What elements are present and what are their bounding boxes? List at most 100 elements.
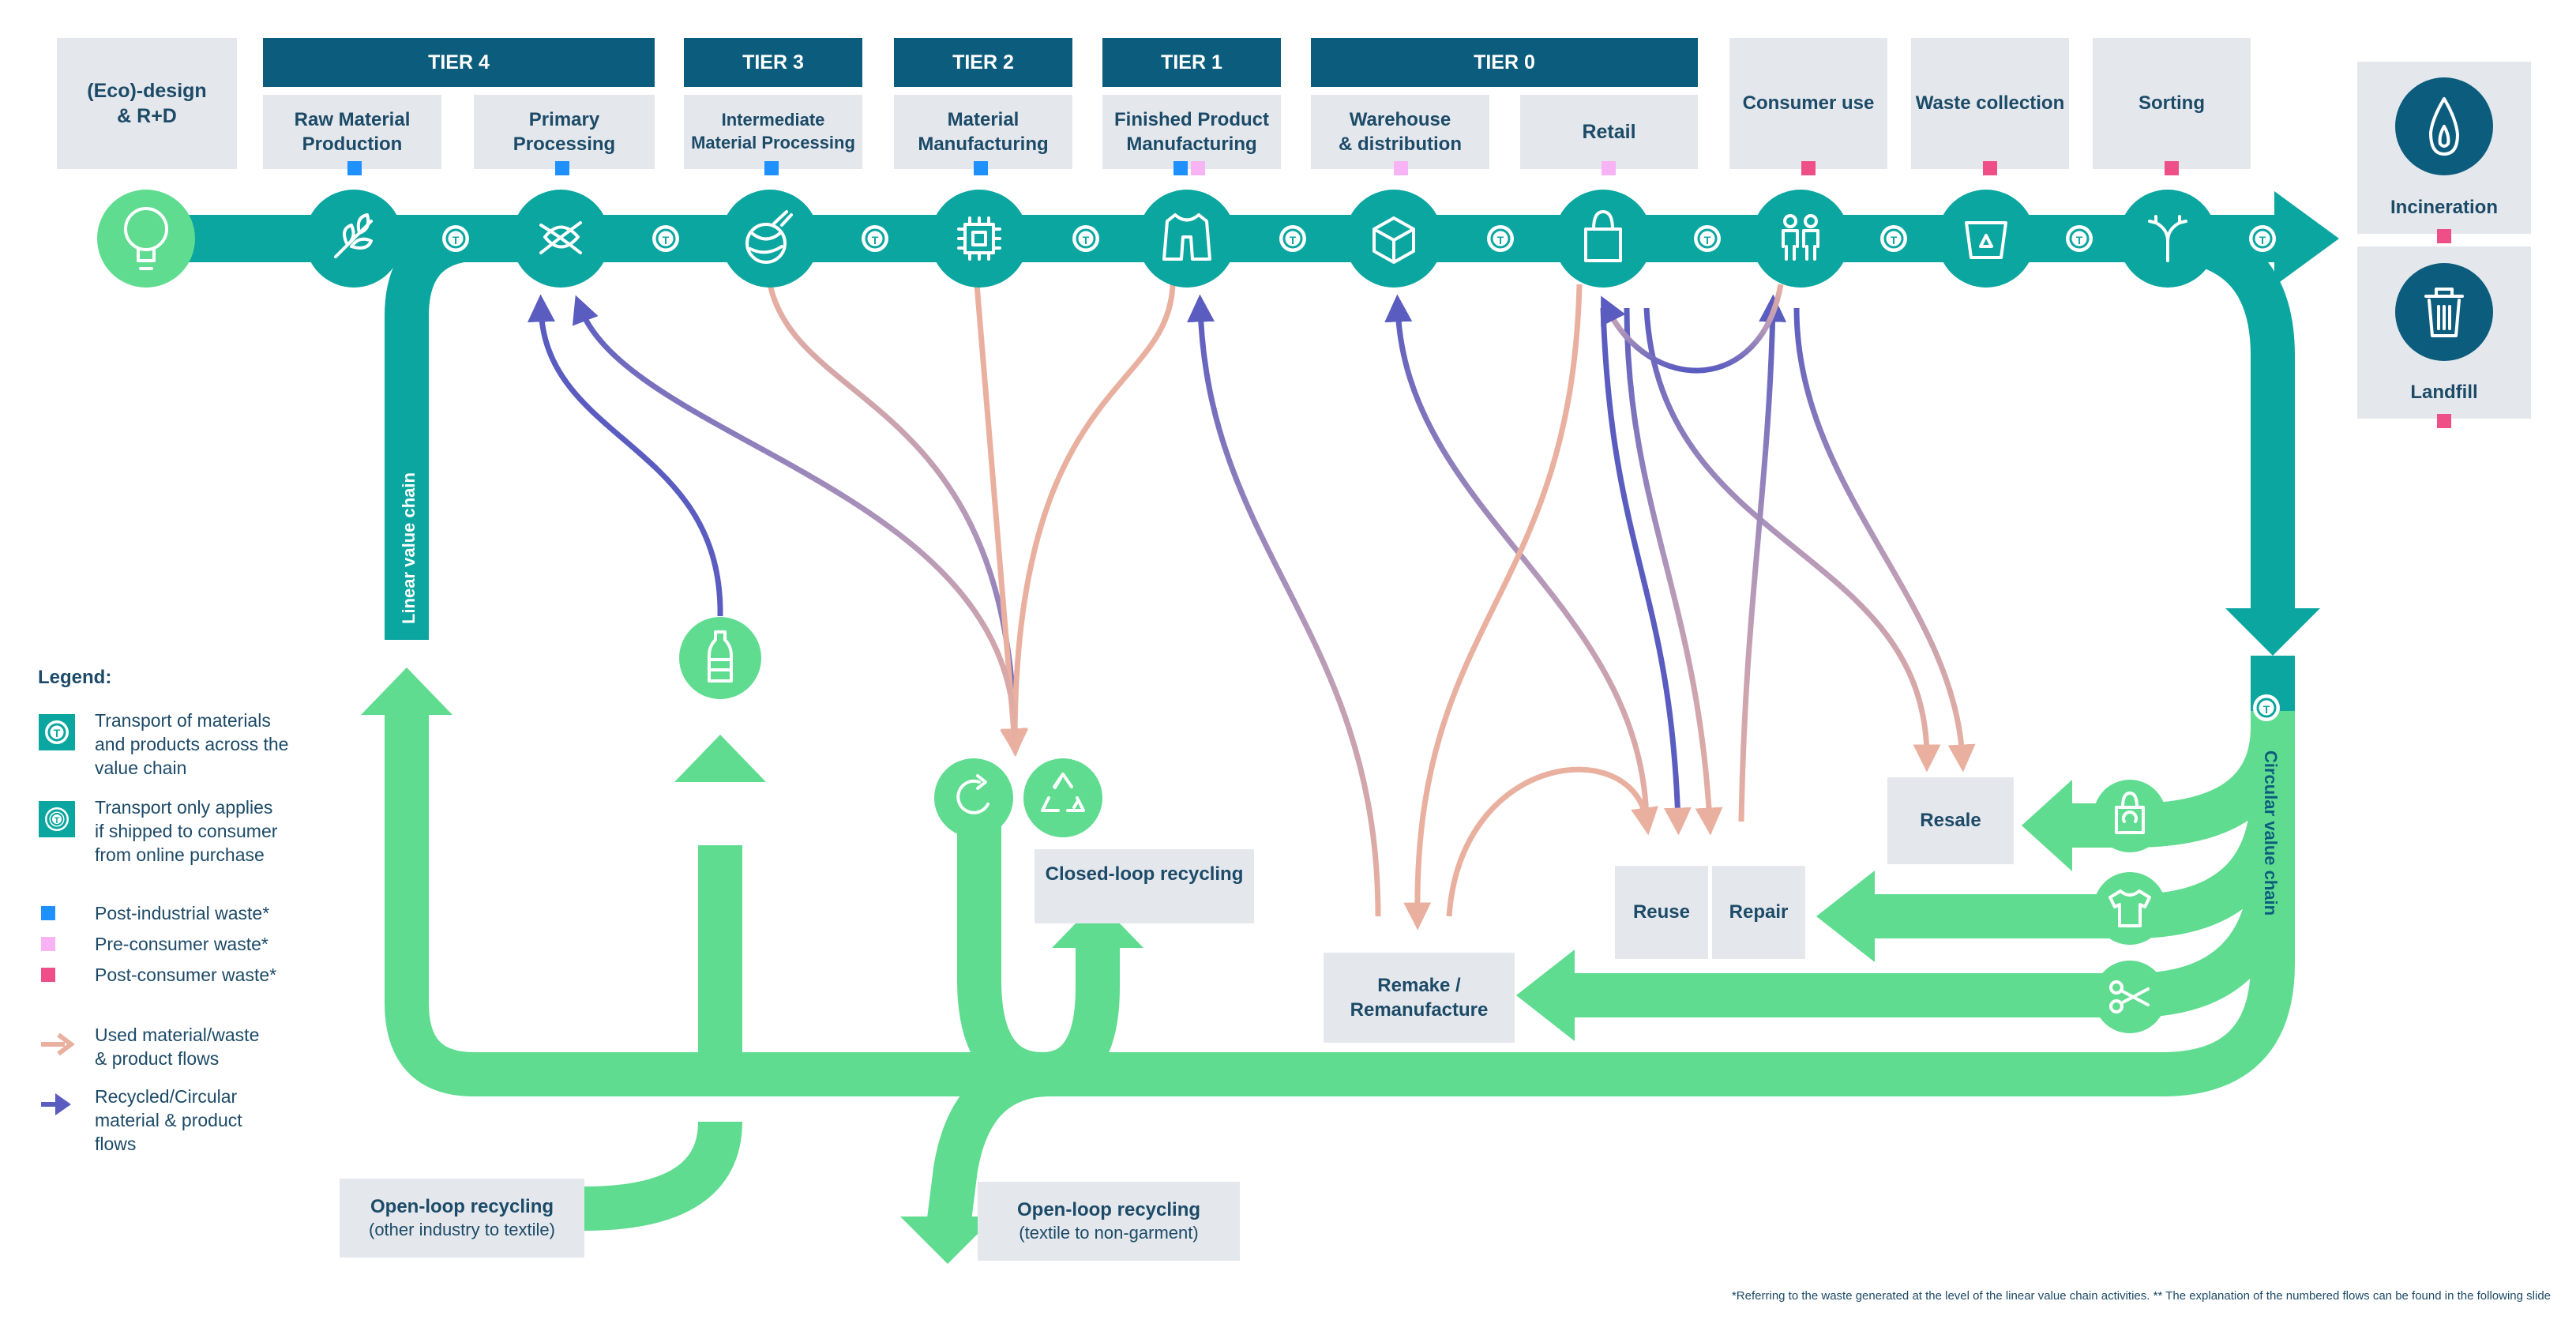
transport-markers: T T T T T T T T T T T (442, 225, 2280, 721)
reuse-box: Reuse (1615, 866, 1708, 959)
transport-marker: T (2066, 225, 2093, 252)
plant-icon (305, 190, 403, 288)
remake-box: Remake / Remanufacture (1324, 953, 1515, 1043)
repair-arrowhead (1816, 871, 1875, 962)
flow-material-to-closedloop (974, 284, 1027, 757)
flow-closedloop-to-primary (572, 295, 1018, 743)
svg-text:T: T (1290, 234, 1297, 246)
svg-text:T: T (872, 234, 879, 246)
legend-title: Legend: (38, 667, 112, 688)
recycle-bin-icon (1937, 190, 2035, 288)
stage-incineration: Incineration (2357, 62, 2531, 234)
open-loop-recycling-right-box: Open-loop recycling (textile to non-garm… (978, 1182, 1240, 1261)
post-consumer-waste-marker (2437, 414, 2451, 428)
svg-text:T: T (1891, 234, 1898, 246)
tier-4-header: TIER 4 (263, 38, 655, 87)
stage-raw-material: Raw Material Production (263, 95, 441, 169)
flow-remake-to-reuse (1446, 766, 1658, 917)
legend-recycled-arrow-icon (41, 1093, 71, 1115)
stage-sorting: Sorting (2093, 38, 2251, 169)
linear-up-arrowhead (361, 668, 452, 715)
legend-transport-text: Transport of materials and products acro… (95, 710, 289, 778)
legend-used-material-arrow-icon (41, 1032, 75, 1056)
transport-marker: T (1487, 225, 1514, 252)
scissors-icon (2093, 961, 2166, 1033)
legend-post-industrial-swatch (41, 906, 55, 920)
sorting-down-band (2155, 216, 2295, 608)
stage-finished-product: Finished Product Manufacturing (1102, 95, 1281, 169)
svg-text:T: T (1704, 234, 1711, 246)
pre-consumer-waste-marker (1191, 161, 1205, 175)
legend-transport-online-text: Transport only applies if shipped to con… (95, 797, 278, 865)
post-consumer-waste-marker (2165, 161, 2179, 175)
flow-repair-to-consumer (1738, 294, 1787, 822)
stage-eco-design: (Eco)-design & R+D (57, 38, 237, 169)
legend-used-material-text: Used material/waste & product flows (95, 1025, 260, 1069)
lightbulb-icon (97, 190, 195, 288)
linear-value-chain-label: Linear value chain (399, 472, 419, 624)
closed-loop-recycling-box: Closed-loop recycling (1035, 849, 1254, 923)
stage-icons (97, 77, 2485, 1033)
tier-3-header: TIER 3 (684, 38, 862, 87)
openloop-down-arrowhead (900, 1217, 995, 1264)
transport-marker: T (2253, 694, 2280, 721)
green-arrowheads (361, 668, 2072, 1264)
open-loop-right-title: Open-loop recycling (1016, 1199, 1201, 1221)
closed-loop-band-1 (957, 798, 1044, 1096)
post-consumer-waste-marker (1801, 161, 1816, 175)
people-icon (1752, 190, 1849, 288)
legend-recycled-text: Recycled/Circular material & product flo… (95, 1086, 242, 1154)
flow-reuse-to-warehouse (1384, 294, 1650, 822)
tier-0-header: TIER 0 (1311, 38, 1698, 87)
transport-marker: T (1880, 225, 1907, 252)
transport-marker: T (2249, 225, 2276, 252)
pre-consumer-waste-marker (1602, 161, 1616, 175)
svg-text:T: T (1497, 234, 1504, 246)
flow-finished-to-closedloop (1012, 284, 1176, 743)
remake-arrowhead (1516, 950, 1575, 1041)
svg-text:T: T (663, 234, 670, 246)
shopping-bag-icon (1554, 190, 1652, 288)
tier-1-header: TIER 1 (1102, 38, 1281, 87)
post-industrial-waste-marker (974, 161, 988, 175)
transport-marker: T (1279, 225, 1306, 252)
legend-transport-icon: T (39, 714, 75, 750)
legend-post-consumer-text: Post-consumer waste* (95, 965, 277, 985)
legend-transport-online-icon: T (39, 801, 75, 837)
box-icon (1345, 190, 1443, 288)
flow-retail-to-remake (1403, 284, 1583, 931)
pre-consumer-waste-marker (1394, 161, 1408, 175)
linear-value-chain-band (385, 216, 561, 640)
transport-marker: T (442, 225, 469, 252)
stage-waste-collection: Waste collection (1911, 38, 2069, 169)
teal-end-arrowhead (2274, 191, 2339, 286)
stage-intermediate: Intermediate Material Processing (684, 95, 862, 169)
legend-pre-consumer-text: Pre-consumer waste* (95, 934, 268, 954)
svg-text:T: T (1083, 234, 1090, 246)
stage-landfill: Landfill (2357, 246, 2531, 419)
bag-recycle-icon (2093, 780, 2166, 852)
flow-retail-to-repair (1624, 307, 1723, 836)
openloop-right-band (926, 1052, 1051, 1235)
refresh-circle-icon (934, 758, 1013, 837)
transport-marker: T (862, 225, 888, 252)
legend-post-consumer-swatch (41, 968, 55, 982)
stage-warehouse: Warehouse & distribution (1311, 95, 1489, 169)
svg-text:T: T (2076, 234, 2083, 246)
open-loop-left-title: Open-loop recycling (370, 1196, 554, 1218)
svg-text:T: T (452, 234, 460, 246)
flow-bottle-to-primary (528, 294, 723, 617)
closed-loop-arrowhead (1052, 901, 1143, 948)
closed-loop-band-2 (1041, 948, 1120, 1096)
stage-material-manufacturing: Material Manufacturing (894, 95, 1072, 169)
yarn-icon (721, 190, 819, 288)
svg-text:T: T (2263, 703, 2270, 716)
chip-icon (930, 190, 1028, 288)
open-loop-recycling-left-box: Open-loop recycling (other industry to t… (340, 1179, 584, 1258)
post-industrial-waste-marker (347, 161, 362, 175)
stage-primary-processing: Primary Processing (474, 95, 655, 169)
bottle-icon (679, 617, 761, 699)
tshirt-icon (2093, 872, 2166, 945)
